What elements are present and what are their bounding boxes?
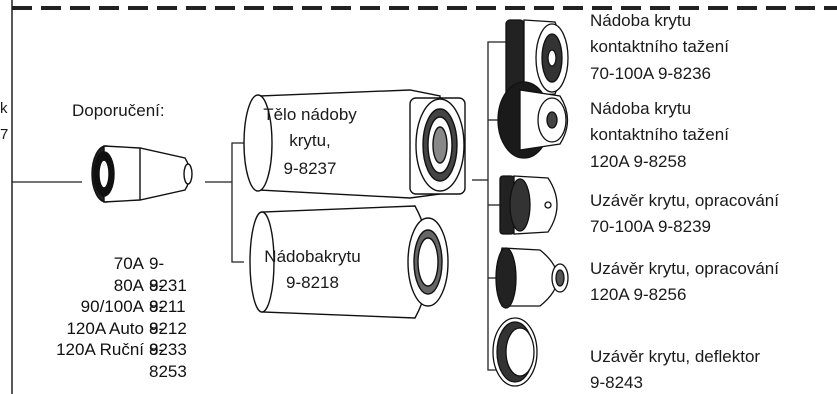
part-3-line1: Uzávěr krytu, opracování bbox=[590, 190, 779, 211]
part-4-line1: Uzávěr krytu, opracování bbox=[590, 258, 779, 279]
cup-label-line1: Nádobakrytu bbox=[240, 246, 385, 267]
size-cell: 120A Auto bbox=[8, 318, 144, 340]
shield-cup-icon bbox=[92, 146, 192, 202]
part-cell: 9-8253 bbox=[149, 339, 187, 382]
part-4-line2: 120A 9-8256 bbox=[590, 284, 686, 305]
cup-body-label-line2: krytu, bbox=[240, 130, 380, 151]
size-cell: 90/100A bbox=[8, 296, 144, 318]
part-1-line1: Nádoba krytu bbox=[590, 10, 691, 31]
cup-label-line2: 9-8218 bbox=[240, 272, 385, 293]
part-5-line1: Uzávěr krytu, deflektor bbox=[590, 346, 760, 367]
size-cell: 80A bbox=[8, 275, 144, 297]
drag-shield-cup-120-icon bbox=[498, 82, 568, 158]
part-2-line2: kontaktního tažení bbox=[590, 124, 729, 145]
shield-cap-machining-70-icon bbox=[500, 176, 557, 234]
part-1-line2: kontaktního tažení bbox=[590, 36, 729, 57]
left-edge-mark: k bbox=[0, 98, 8, 119]
cup-body-label-line3: 9-8237 bbox=[240, 158, 380, 179]
recommended-heading: Doporučení: bbox=[72, 100, 165, 121]
cup-body-label-line1: Tělo nádoby bbox=[240, 104, 380, 125]
part-1-line3: 70-100A 9-8236 bbox=[590, 63, 711, 84]
part-2-line3: 120A 9-8258 bbox=[590, 151, 686, 172]
shield-cap-machining-120-icon bbox=[496, 248, 568, 308]
part-5-line2: 9-8243 bbox=[590, 372, 643, 393]
size-cell: 70A bbox=[8, 253, 144, 275]
size-cell: 120A Ruční bbox=[8, 339, 144, 361]
part-2-line1: Nádoba krytu bbox=[590, 98, 691, 119]
part-3-line2: 70-100A 9-8239 bbox=[590, 216, 711, 237]
left-edge-mark: 7 bbox=[0, 124, 8, 145]
shield-cap-deflector-icon bbox=[493, 318, 537, 386]
